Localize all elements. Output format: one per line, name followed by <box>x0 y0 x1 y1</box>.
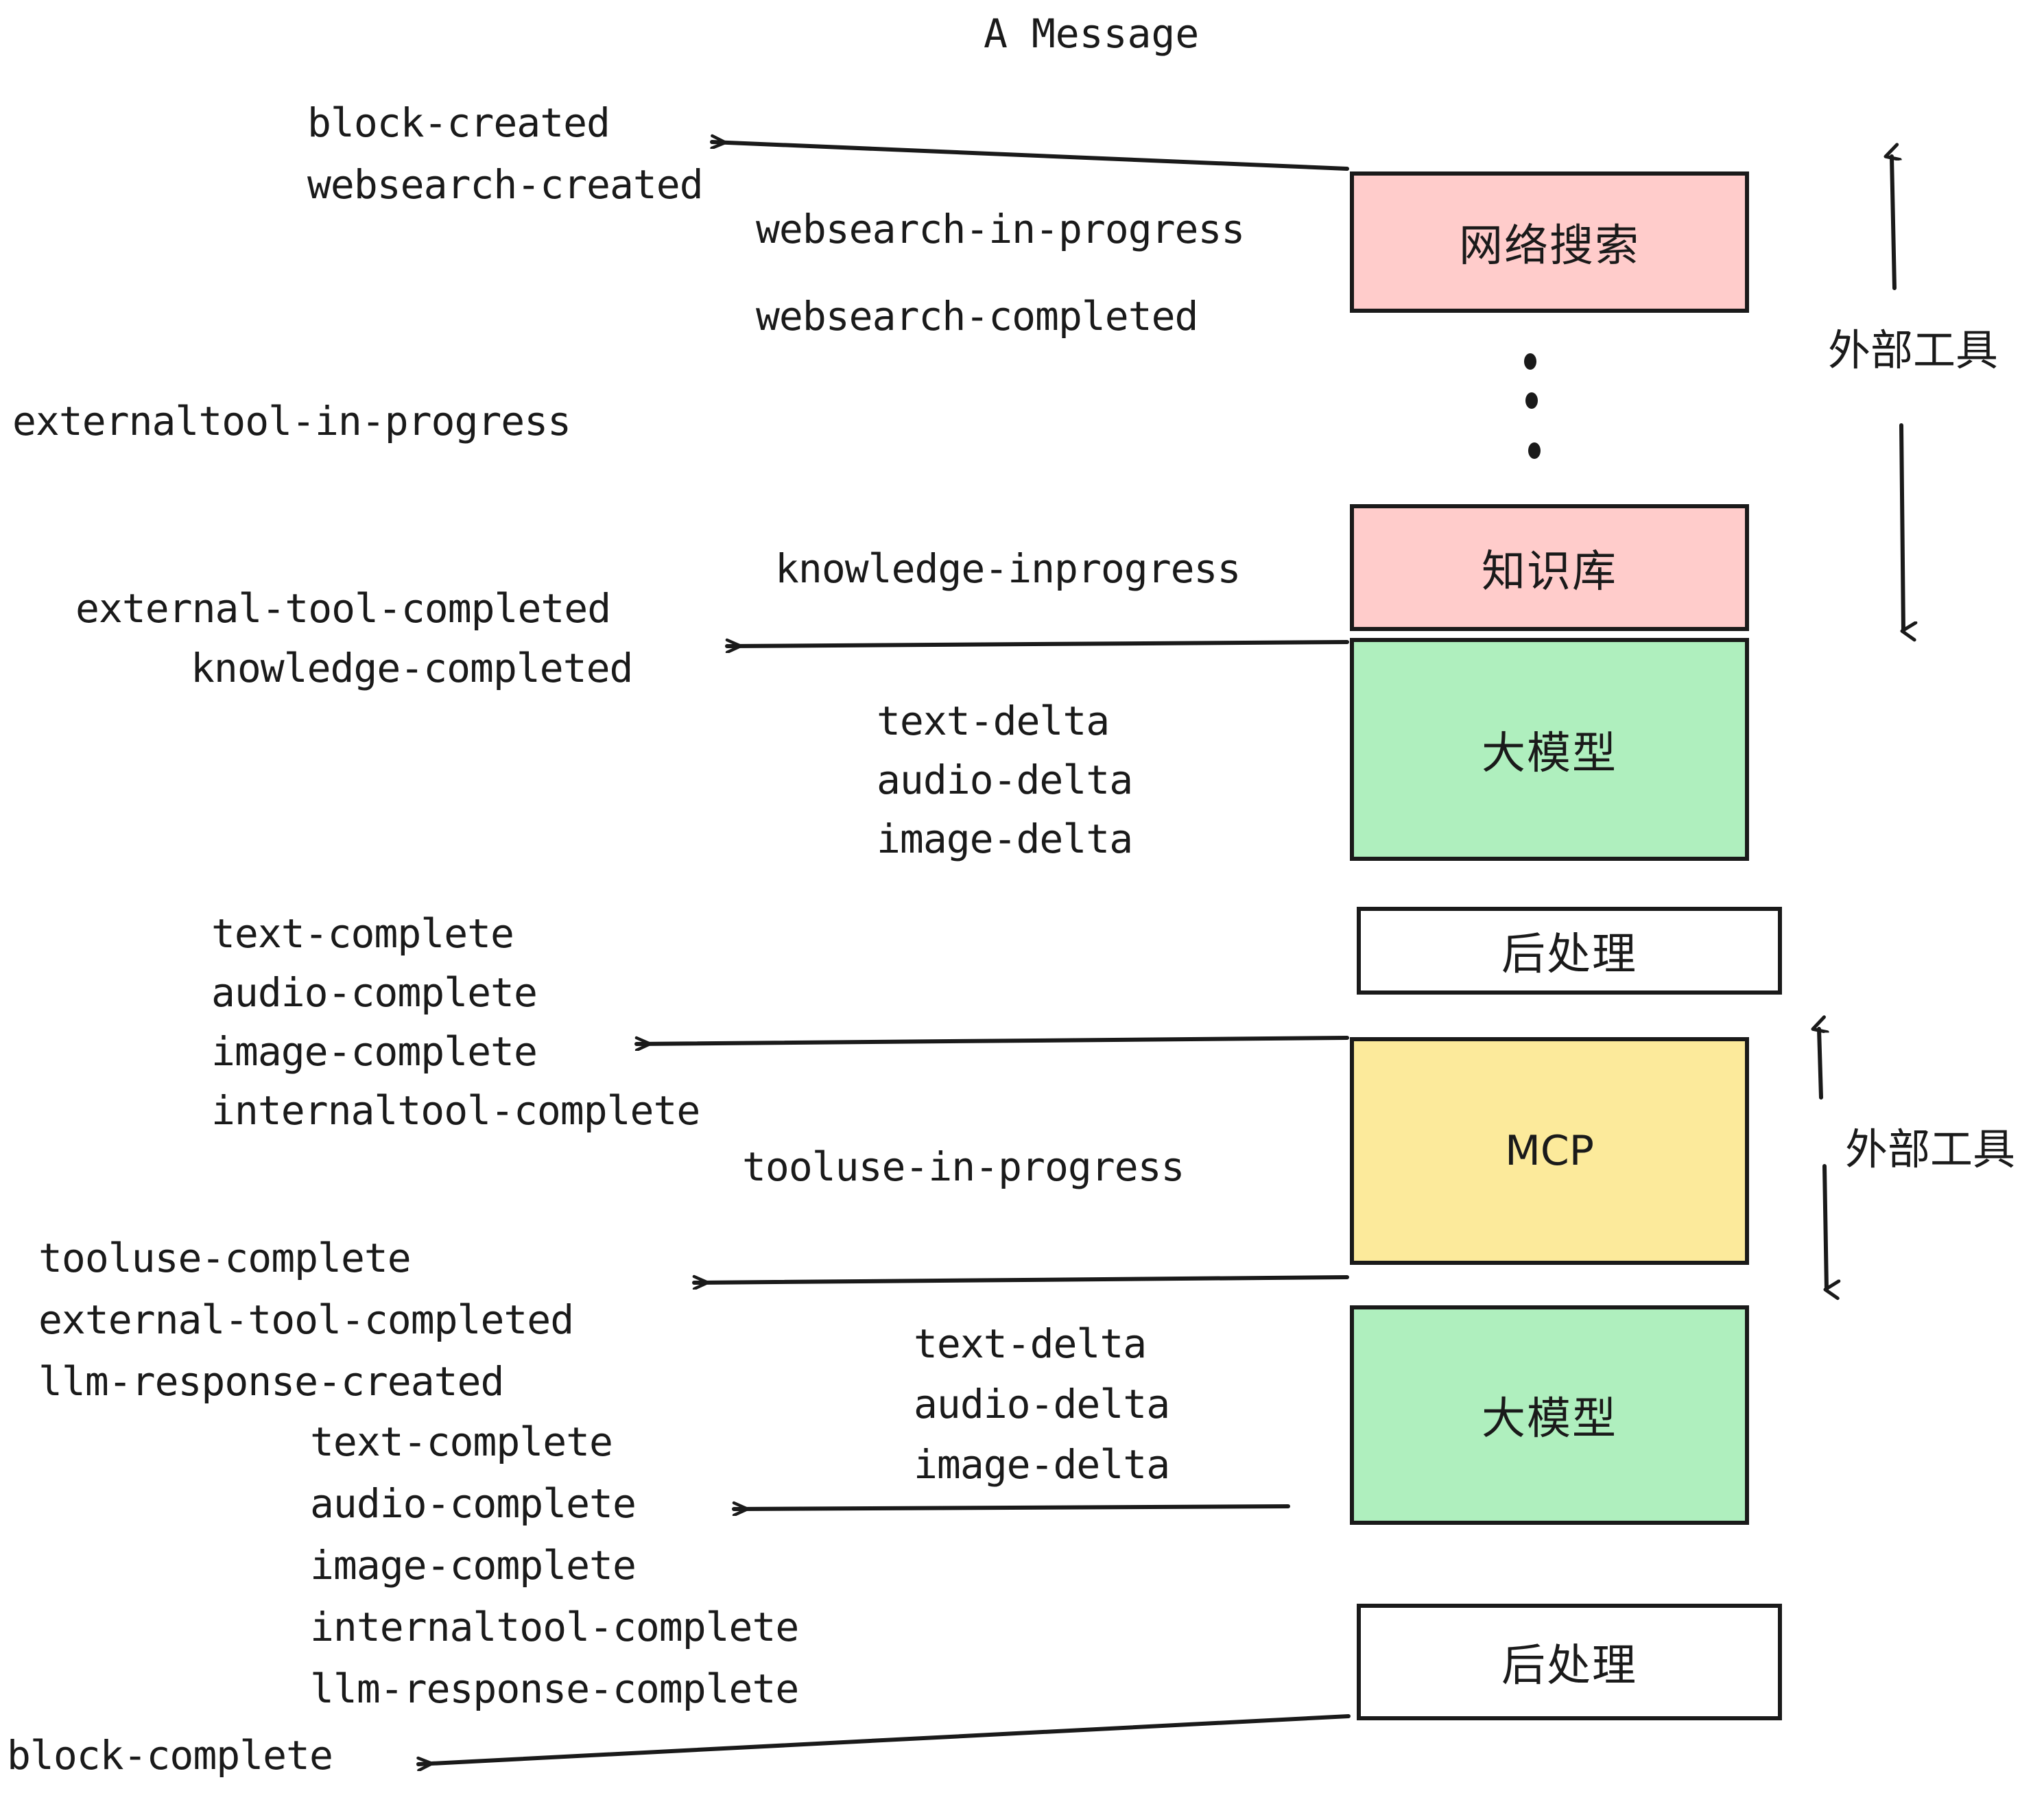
external-tool-arrow-bottom <box>1819 1029 1827 1290</box>
event-llm-response-created: llm-response-created <box>38 1358 504 1405</box>
node-llm-2[interactable]: 大模型 <box>1350 1305 1749 1525</box>
ellipsis-dot-3 <box>1528 442 1541 459</box>
event-llm-response-complete: llm-response-complete <box>310 1665 799 1712</box>
external-tool-arrow-top <box>1892 156 1903 631</box>
event-audio-delta-1: audio-delta <box>877 757 1133 803</box>
node-knowledge[interactable]: 知识库 <box>1350 504 1749 631</box>
node-llm-1[interactable]: 大模型 <box>1350 638 1749 861</box>
event-external-tool-completed-2: external-tool-completed <box>38 1296 574 1343</box>
arrow-knowledge-to-knowledge-completed <box>725 642 1349 646</box>
arrow-llm2-to-audio-complete <box>732 1506 1290 1509</box>
node-websearch[interactable]: 网络搜索 <box>1350 171 1749 313</box>
ellipsis-dot-2 <box>1525 392 1538 409</box>
event-text-delta-2: text-delta <box>914 1320 1147 1367</box>
event-image-delta-2: image-delta <box>914 1441 1170 1488</box>
event-text-complete-2: text-complete <box>310 1419 613 1465</box>
event-audio-delta-2: audio-delta <box>914 1381 1170 1427</box>
side-label-external-tool-top: 外部工具 <box>1828 325 1999 375</box>
node-llm-2-label: 大模型 <box>1482 1394 1617 1445</box>
event-websearch-in-progress: websearch-in-progress <box>756 206 1245 252</box>
node-mcp-label: MCP <box>1505 1127 1594 1175</box>
event-text-complete-1: text-complete <box>211 910 514 957</box>
event-internaltool-complete-2: internaltool-complete <box>310 1604 799 1650</box>
event-audio-complete-2: audio-complete <box>310 1480 637 1527</box>
node-postprocess-1[interactable]: 后处理 <box>1357 907 1782 995</box>
event-audio-complete-1: audio-complete <box>211 969 538 1016</box>
event-block-complete: block-complete <box>7 1732 333 1779</box>
event-knowledge-completed: knowledge-completed <box>191 645 633 691</box>
side-label-external-tool-bottom: 外部工具 <box>1845 1124 2016 1174</box>
node-postprocess-2[interactable]: 后处理 <box>1357 1604 1782 1720</box>
arrow-mcp-to-tooluse-complete <box>692 1277 1349 1283</box>
event-external-tool-completed-1: external-tool-completed <box>75 585 611 632</box>
node-knowledge-label: 知识库 <box>1482 546 1617 597</box>
event-internaltool-complete-1: internaltool-complete <box>211 1087 700 1134</box>
node-postprocess-1-label: 后处理 <box>1501 929 1637 980</box>
node-websearch-label: 网络搜索 <box>1459 221 1640 272</box>
event-block-created: block-created <box>307 99 610 146</box>
ellipsis-dot-1 <box>1524 353 1536 370</box>
event-tooluse-in-progress: tooluse-in-progress <box>742 1143 1185 1190</box>
node-mcp[interactable]: MCP <box>1350 1037 1749 1265</box>
arrow-postprocess2-to-block-complete <box>416 1714 1351 1764</box>
event-image-complete-1: image-complete <box>211 1028 538 1075</box>
event-image-complete-2: image-complete <box>310 1542 637 1589</box>
node-llm-1-label: 大模型 <box>1482 728 1617 779</box>
event-text-delta-1: text-delta <box>877 698 1110 744</box>
event-externaltool-in-progress: externaltool-in-progress <box>12 398 571 444</box>
event-image-delta-1: image-delta <box>877 816 1133 862</box>
event-knowledge-inprogress: knowledge-inprogress <box>775 545 1241 592</box>
node-postprocess-2-label: 后处理 <box>1501 1641 1637 1692</box>
page-title: A Message <box>984 10 1200 57</box>
event-websearch-completed: websearch-completed <box>756 293 1198 340</box>
event-websearch-created: websearch-created <box>307 161 704 208</box>
arrow-llm1-to-image-complete <box>634 1036 1349 1044</box>
arrow-websearch-to-block-created <box>710 142 1349 171</box>
event-tooluse-complete: tooluse-complete <box>38 1235 412 1281</box>
